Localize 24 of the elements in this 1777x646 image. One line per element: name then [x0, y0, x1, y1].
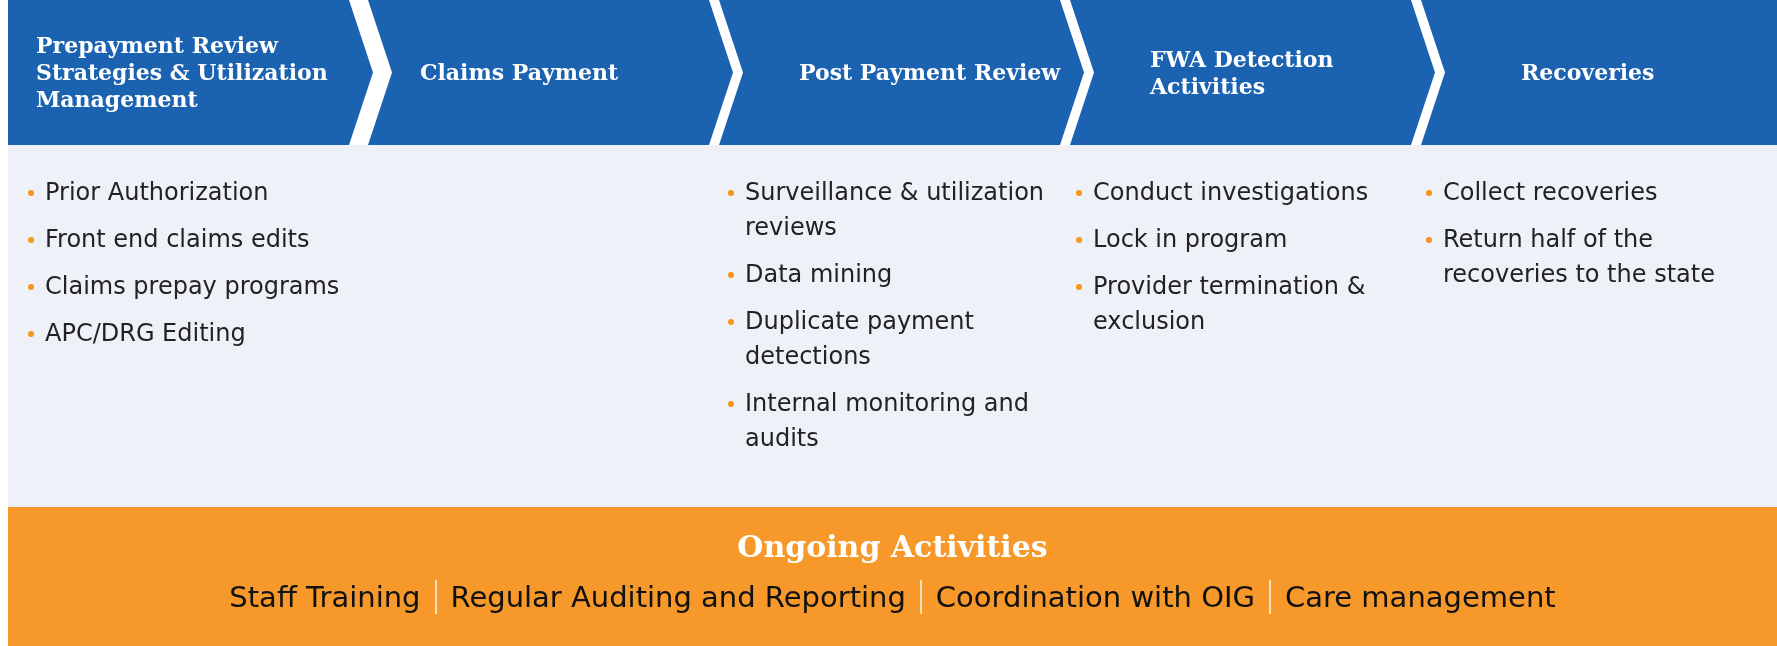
- list-item: Surveillance & utilization reviews: [745, 178, 1045, 241]
- list-item: Data mining: [745, 260, 893, 288]
- step-heading: Recoveries: [1521, 59, 1655, 86]
- activity-item: Staff Training: [229, 580, 421, 614]
- list-item: Duplicate payment detections: [745, 307, 974, 370]
- list-item: Conduct investigations: [1093, 178, 1369, 206]
- list-item: Prior Authorization: [45, 178, 269, 206]
- step-heading: FWA Detection Activities: [1150, 45, 1335, 100]
- activity-item: Care management: [1285, 580, 1556, 614]
- list-item: Return half of the recoveries to the state: [1443, 225, 1715, 288]
- list-item: Internal monitoring and audits: [745, 389, 1029, 452]
- activity-item: Regular Auditing and Reporting: [450, 580, 906, 614]
- ongoing-band: [8, 507, 1777, 646]
- activity-item: Coordination with OIG: [935, 580, 1255, 614]
- list-item: Claims prepay programs: [45, 272, 340, 300]
- step-heading: Prepayment Review Strategies & Utilization Management: [36, 32, 329, 113]
- list-item: Lock in program: [1093, 225, 1288, 253]
- list-item: APC/DRG Editing: [45, 319, 246, 347]
- list-item: Provider termination & exclusion: [1093, 272, 1366, 335]
- step-heading: Post Payment Review: [799, 59, 1061, 86]
- step-heading: Claims Payment: [420, 59, 619, 86]
- list-item: Front end claims edits: [45, 225, 310, 253]
- list-item: Collect recoveries: [1443, 178, 1658, 206]
- band-heading: Ongoing Activities: [737, 529, 1048, 564]
